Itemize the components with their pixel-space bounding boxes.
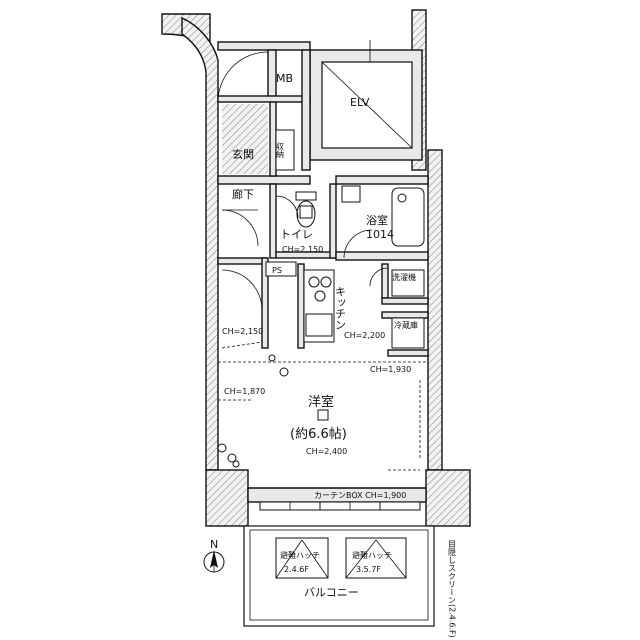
toilet-label: トイレ bbox=[280, 228, 313, 241]
screen-annotation: 目隠しスクリーン(2.4.6.F) bbox=[448, 540, 457, 638]
hatch-left-floors: 2.4.6F bbox=[284, 565, 309, 574]
bath-label: 浴室 bbox=[366, 213, 388, 227]
ps-label: PS bbox=[272, 266, 282, 275]
entrance-door[interactable] bbox=[217, 51, 269, 103]
rouka-label: 廊下 bbox=[232, 187, 254, 201]
toilet-ch: CH=2,150 bbox=[282, 245, 323, 254]
hall-door[interactable] bbox=[221, 269, 263, 311]
bath-size: 1014 bbox=[366, 228, 394, 241]
toilet-fixture bbox=[295, 191, 317, 228]
elv-label: ELV bbox=[350, 96, 370, 109]
room-top-right-ch: CH=1,930 bbox=[370, 365, 411, 374]
room-left-ch: CH=1,870 bbox=[224, 387, 265, 396]
bath-fixture bbox=[391, 187, 425, 247]
fridge-space bbox=[391, 317, 425, 349]
elv-diagonal bbox=[321, 61, 413, 149]
hatch-right bbox=[345, 537, 407, 579]
hatch-left-label: 避難ハッチ bbox=[280, 550, 320, 560]
svg-text:N: N bbox=[210, 538, 218, 551]
toilet-door[interactable] bbox=[275, 195, 299, 219]
youshitsu-label: 洋室 bbox=[308, 394, 334, 410]
kitchen-door[interactable] bbox=[369, 267, 389, 287]
youshitsu-size: (約6.6帖) bbox=[290, 427, 347, 442]
washbasin bbox=[341, 185, 361, 203]
shuno-label: 収納 bbox=[276, 141, 285, 159]
washer-space bbox=[391, 269, 425, 297]
ps-box bbox=[265, 261, 297, 277]
kitchen-ch: CH=2,200 bbox=[344, 331, 385, 340]
genkan-label: 玄関 bbox=[232, 147, 254, 161]
rouka-door[interactable] bbox=[221, 209, 259, 247]
compass-north-icon: N bbox=[203, 538, 225, 573]
hall-left-ch: CH=2,150 bbox=[222, 327, 263, 336]
outlet-icons bbox=[217, 354, 289, 468]
balcony-inner bbox=[249, 529, 429, 621]
light-fixture-icon bbox=[317, 409, 329, 421]
hall-dash bbox=[221, 341, 263, 349]
hatch-right-label: 避難ハッチ bbox=[352, 550, 392, 560]
shoe-storage bbox=[275, 129, 295, 171]
balcony-label: バルコニー bbox=[304, 586, 359, 599]
window-sashes bbox=[259, 501, 421, 511]
fridge-label: 冷蔵庫 bbox=[394, 320, 418, 330]
kitchen-counter bbox=[303, 269, 335, 343]
hatch-right-floors: 3.5.7F bbox=[356, 565, 381, 574]
mb-label: MB bbox=[276, 72, 293, 85]
genkan-floor bbox=[222, 104, 268, 174]
bath-door[interactable] bbox=[343, 229, 373, 259]
washer-label: 洗濯機 bbox=[392, 272, 416, 282]
curtain-box-ch: カーテンBOX CH=1,900 bbox=[314, 491, 406, 500]
room-center-ch: CH=2,400 bbox=[306, 447, 347, 456]
kitchen-label: キッチン bbox=[334, 286, 347, 330]
hatch-left bbox=[275, 537, 329, 579]
